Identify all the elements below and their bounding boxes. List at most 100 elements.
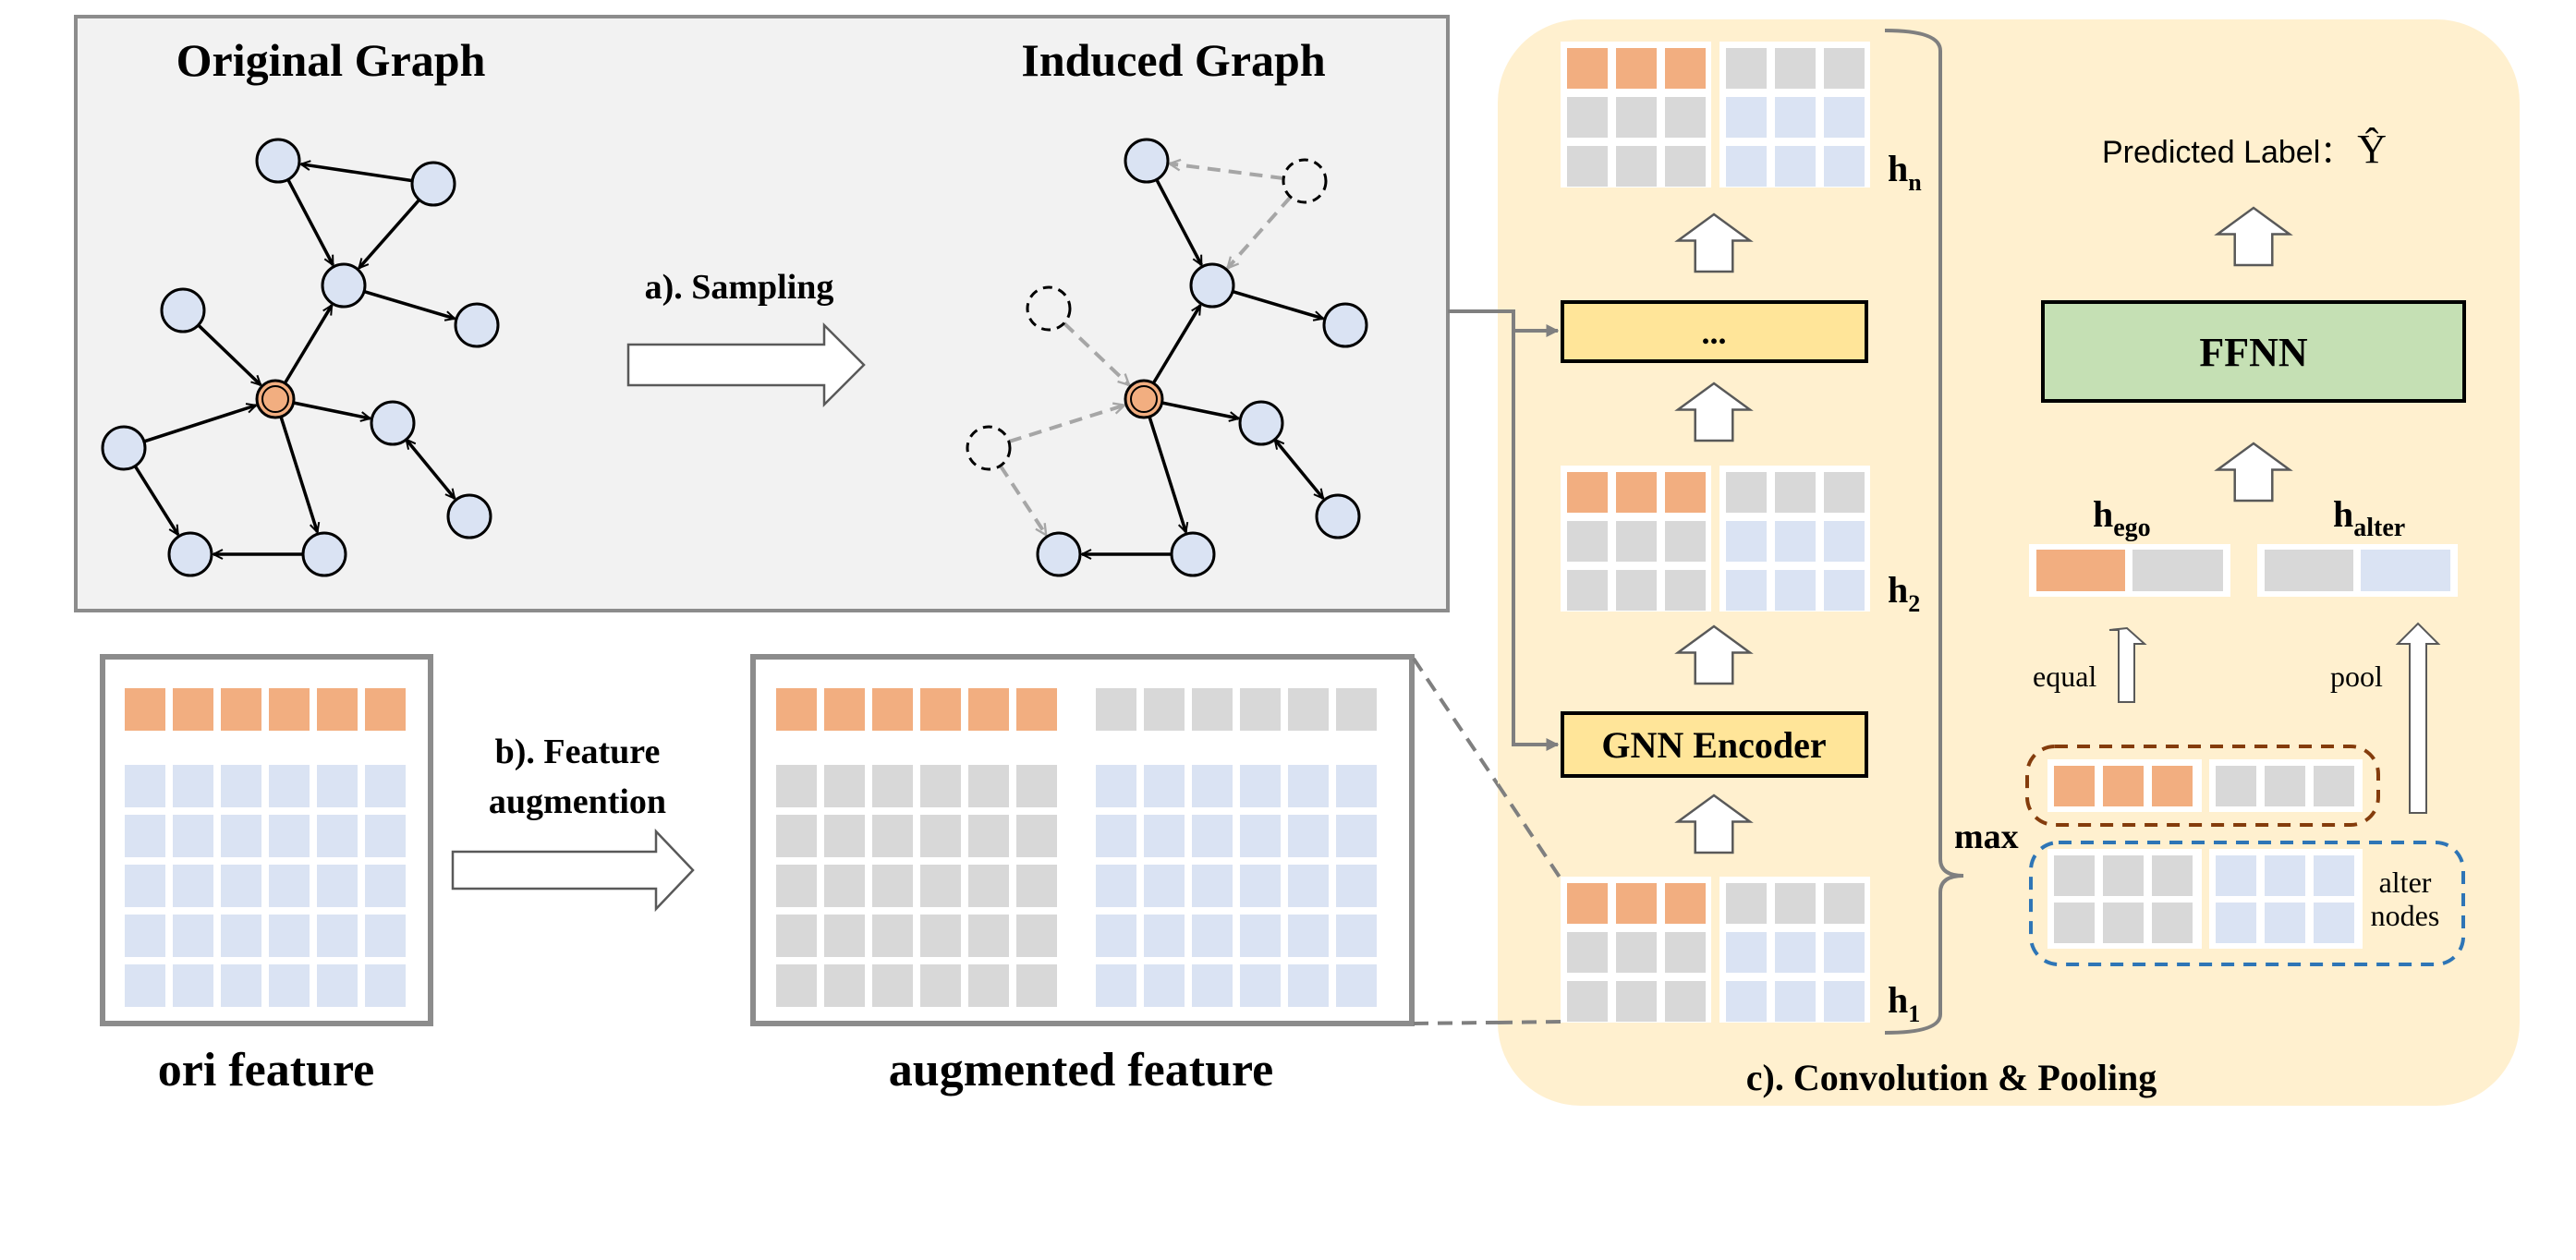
layer-feature-cell [1726,97,1767,138]
layer-feature-cell [1616,521,1657,562]
layer-feature-cell [1824,472,1865,513]
layer-feature-cell [1665,981,1706,1022]
layer-feature-cell [1616,48,1657,89]
augmented-feature-cell [1192,688,1233,731]
alter-feature-cell [1192,964,1233,1007]
augmented-feature-cell [824,915,865,957]
ego-feature-cell [365,688,406,731]
layer-label-hn: hn [1888,148,1922,196]
augmented-feature-cell [824,964,865,1007]
graph-edge [301,164,413,183]
alter-feature-cell [317,765,358,807]
equal-label: equal [2033,660,2096,693]
layer-feature-cell [1616,981,1657,1022]
graph-edge [1155,178,1203,265]
alter-feature-cell [269,865,310,907]
ego-node-inner-ring [1130,385,1158,413]
augmented-feature-cell [872,915,913,957]
alter-feature-cell [317,865,358,907]
layer-feature-cell [1567,981,1608,1022]
alter-node-cell [2054,903,2095,943]
graph-node [1238,400,1284,446]
ego-node-cell [2314,766,2354,806]
augmented-feature-cell [968,915,1009,957]
ego-feature-cell [968,688,1009,731]
layer-feature-cell [1726,570,1767,611]
layer-feature-cell [1567,883,1608,924]
ego-node-cell [2216,766,2256,806]
h-alter-gray-part [2265,550,2353,591]
layer-feature-cell [1567,146,1608,187]
projection-line-bottom-inner [1497,1020,1561,1024]
up-arrow-icon [2214,206,2293,267]
h-ego-ego-part [2036,550,2125,591]
max-label: max [1954,818,2019,856]
augmented-feature-cell [968,815,1009,857]
augmented-feature-cell [1016,915,1057,957]
alter-feature-cell [173,765,213,807]
layer-feature-cell [1775,97,1816,138]
augmented-feature-cell [776,765,817,807]
augmented-feature-cell [872,964,913,1007]
alter-feature-cell [173,964,213,1007]
conv-pooling-panel [1498,19,2520,1106]
layer-feature-cell [1567,472,1608,513]
alter-feature-cell [1336,765,1377,807]
ego-feature-cell [317,688,358,731]
layer-feature-cell [1567,570,1608,611]
alter-feature-cell [1288,865,1329,907]
alter-feature-cell [1192,915,1233,957]
graph-edge [133,465,180,534]
graph-edge [293,401,371,418]
alter-node-cell [2265,855,2305,896]
alter-nodes-label-1: alter [2379,866,2432,899]
layer-grids [1561,42,1870,1023]
layer-feature-cell [1726,472,1767,513]
graph-node [1189,262,1235,309]
alter-feature-cell [173,865,213,907]
augmented-feature-cell [920,915,961,957]
alter-nodes-label-2: nodes [2371,899,2440,932]
graph-node [1322,302,1368,348]
up-arrow-icon [1674,794,1754,854]
layer-feature-cell [1824,97,1865,138]
up-arrows [1674,206,2293,854]
alter-node-cell [2103,855,2144,896]
ego-feature-cell [824,688,865,731]
feature-augmentation-arrow [451,828,695,913]
graph-edge [283,305,334,384]
alter-feature-cell [1144,964,1185,1007]
alter-feature-cell [1096,765,1136,807]
removed-node [966,425,1012,471]
alter-feature-cell [1144,915,1185,957]
graph-node [160,287,206,333]
alter-node-cell [2054,855,2095,896]
layer-feature-cell [1616,883,1657,924]
augmented-feature-cell [1240,688,1281,731]
layer-label-h2: h2 [1888,569,1920,617]
h-ego-label: hego [2093,493,2151,542]
ego-feature-cell [776,688,817,731]
alter-feature-cell [125,815,165,857]
original-graph-title: Original Graph [176,34,486,86]
ego-node-inner-ring [261,385,289,413]
graph-node [1036,531,1082,577]
alter-feature-cell [1192,865,1233,907]
sampling-arrow [626,321,866,408]
augmented-feature-cell [968,865,1009,907]
layer-feature-cell [1775,981,1816,1022]
alter-node-cell [2103,903,2144,943]
layer-feature-cell [1616,932,1657,973]
alter-feature-cell [269,815,310,857]
augmented-feature-cell [1288,688,1329,731]
alter-feature-cell [1144,765,1185,807]
augmented-feature-cell [776,865,817,907]
conv-pooling-title: c). Convolution & Pooling [1746,1057,2157,1098]
graph-edge [1063,321,1129,385]
layer-feature-cell [1665,48,1706,89]
alter-feature-cell [125,765,165,807]
pool-label: pool [2330,660,2383,693]
graph-edge [363,289,455,319]
alter-node-cell [2314,903,2354,943]
